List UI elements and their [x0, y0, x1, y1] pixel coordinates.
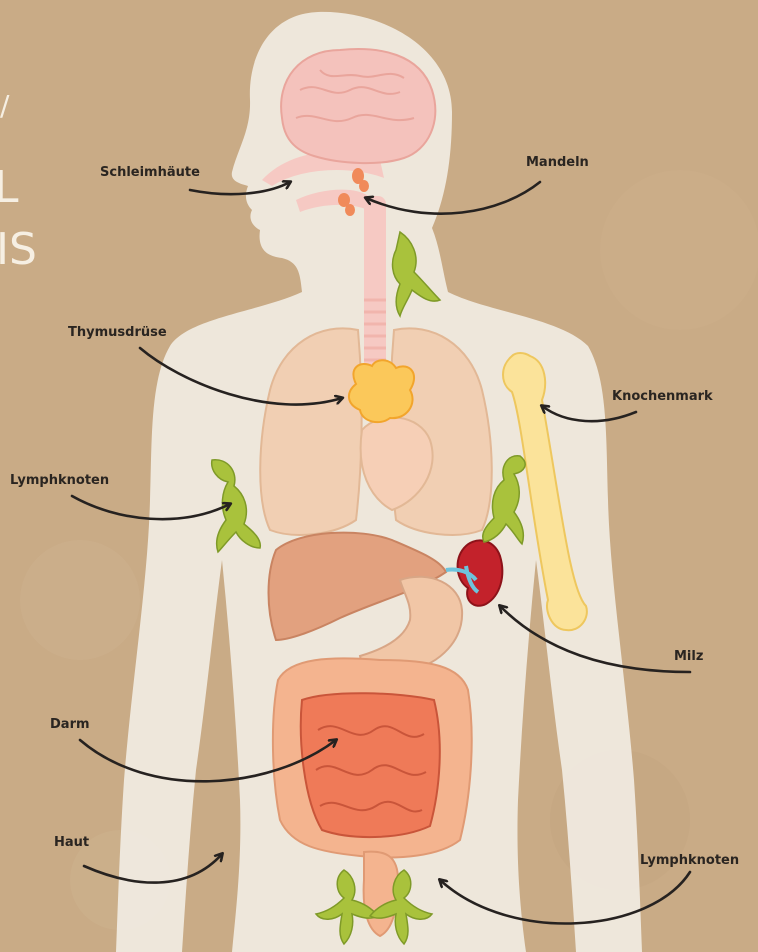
small-intestine	[301, 693, 440, 837]
brain	[281, 49, 435, 163]
label-thymusdruese: Thymusdrüse	[68, 326, 167, 339]
label-knochenmark: Knochenmark	[612, 390, 713, 403]
label-darm: Darm	[50, 718, 90, 731]
label-haut: Haut	[54, 836, 89, 849]
title-fragment-line3: IS	[0, 228, 37, 272]
title-fragment-line1: /	[0, 92, 9, 120]
title-fragment-line2: L	[0, 166, 19, 210]
label-lymphknoten-right: Lymphknoten	[640, 854, 739, 867]
label-mandeln: Mandeln	[526, 156, 589, 169]
label-milz: Milz	[674, 650, 703, 663]
label-lymphknoten-left: Lymphknoten	[10, 474, 109, 487]
label-schleimhaeute: Schleimhäute	[100, 166, 200, 179]
